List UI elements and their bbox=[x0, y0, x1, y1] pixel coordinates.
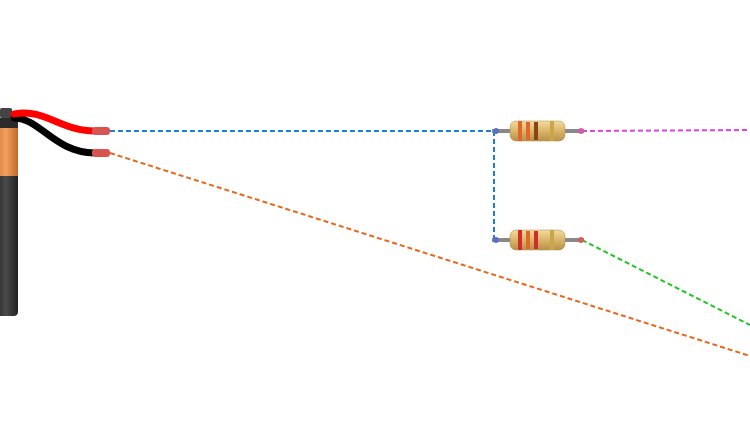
resistor-bottom-band-4 bbox=[550, 230, 554, 250]
resistor-bottom-lead-right bbox=[562, 238, 584, 242]
resistor-bottom[interactable] bbox=[492, 229, 584, 251]
wire-green[interactable] bbox=[581, 239, 750, 326]
positive-lead-tip[interactable] bbox=[92, 127, 110, 135]
resistor-bottom-band-1 bbox=[518, 230, 522, 250]
resistor-top-band-1 bbox=[518, 121, 522, 141]
resistor-top-pin-left bbox=[493, 128, 499, 134]
resistor-bottom-pin-right bbox=[578, 237, 584, 243]
wires bbox=[109, 129, 750, 357]
positive-lead-wire[interactable] bbox=[10, 109, 99, 135]
battery[interactable] bbox=[0, 108, 18, 316]
resistor-top-band-2 bbox=[526, 122, 530, 140]
wire-magenta[interactable] bbox=[581, 129, 750, 132]
negative-lead-tip[interactable] bbox=[92, 149, 110, 157]
resistor-bottom-band-3 bbox=[534, 231, 538, 249]
resistor-top-lead-right bbox=[562, 129, 584, 133]
resistor-top-band-3 bbox=[534, 122, 538, 140]
wire-orange[interactable] bbox=[109, 152, 750, 357]
wire-blue-branch[interactable] bbox=[493, 131, 500, 241]
resistor-top-pin-right bbox=[578, 128, 584, 134]
resistor-top-lead-left bbox=[492, 129, 512, 133]
battery-top-band bbox=[0, 128, 18, 176]
battery-cap-ring bbox=[0, 118, 18, 128]
resistor-top-band-4 bbox=[550, 121, 554, 141]
negative-lead-wire[interactable] bbox=[10, 114, 99, 157]
resistor-bottom-lead-left bbox=[492, 238, 512, 242]
resistor-top[interactable] bbox=[492, 120, 584, 142]
resistor-bottom-band-2 bbox=[526, 231, 530, 249]
battery-cap-icon bbox=[0, 108, 12, 118]
resistor-bottom-pin-left bbox=[493, 237, 499, 243]
